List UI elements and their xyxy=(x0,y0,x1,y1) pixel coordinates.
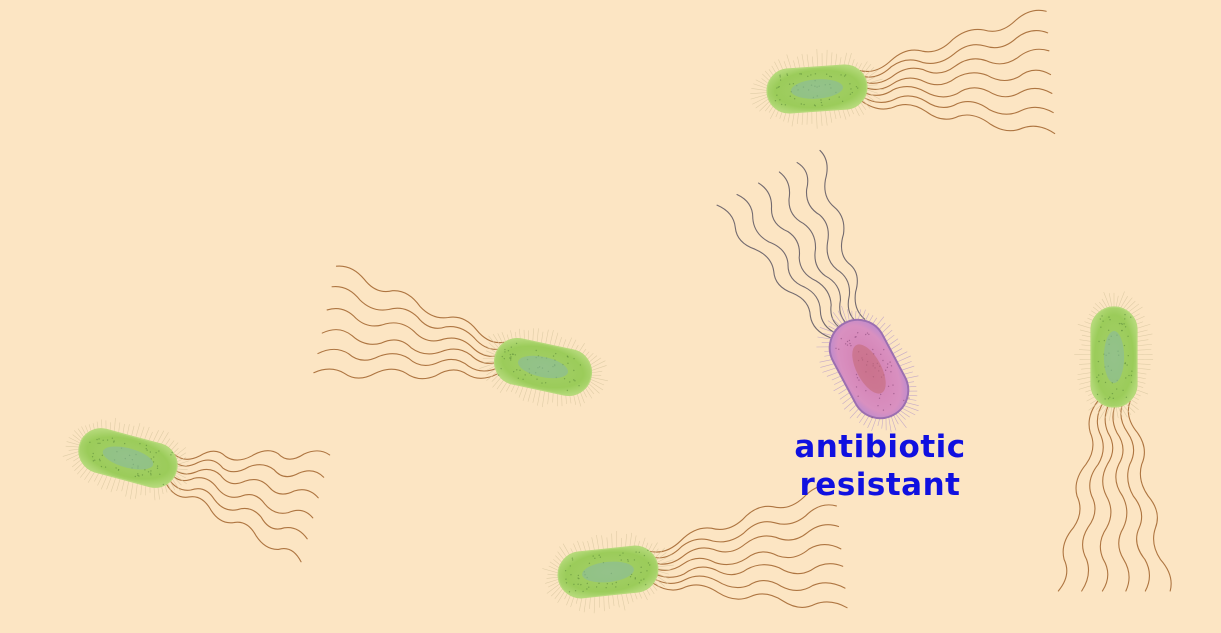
flagellum xyxy=(172,459,325,478)
flagella xyxy=(859,9,1056,135)
flagellum xyxy=(778,171,852,328)
flagellum xyxy=(860,86,1053,98)
flagellum xyxy=(169,471,314,519)
flagellum xyxy=(651,563,844,578)
nucleoid xyxy=(852,344,886,394)
flagellum xyxy=(650,504,837,559)
flagellum xyxy=(335,265,505,344)
bacterium xyxy=(542,484,848,614)
flagellum xyxy=(1099,400,1114,592)
flagellum xyxy=(313,368,499,380)
flagellum xyxy=(758,182,845,331)
flagellum xyxy=(651,544,842,571)
nucleoid xyxy=(582,561,634,583)
flagellum xyxy=(650,524,840,565)
flagellum xyxy=(796,162,859,324)
flagellum xyxy=(173,450,331,461)
flagella xyxy=(649,484,848,609)
flagellum xyxy=(649,484,835,553)
flagellum xyxy=(167,477,308,540)
flagella xyxy=(165,450,331,563)
flagellum xyxy=(819,149,866,320)
flagellum xyxy=(321,329,501,364)
flagella xyxy=(716,149,866,339)
flagellum xyxy=(1112,400,1130,592)
flagellum xyxy=(861,100,1056,135)
flagellum xyxy=(652,582,848,609)
flagellum xyxy=(736,194,838,335)
flagellum xyxy=(326,308,503,357)
flagellum xyxy=(859,48,1050,84)
nucleoid xyxy=(1103,331,1125,383)
bacterium xyxy=(1057,291,1172,592)
nucleoid xyxy=(791,79,843,99)
flagellum xyxy=(859,30,1049,78)
flagellum xyxy=(1127,400,1172,592)
resistant-bacterium xyxy=(716,149,919,433)
label-line-2: resistant xyxy=(799,467,961,503)
flagellum xyxy=(1057,400,1099,592)
bacterium xyxy=(313,265,608,408)
flagellum xyxy=(170,465,319,499)
flagellum xyxy=(652,575,846,592)
flagella xyxy=(1057,400,1172,592)
flagellum xyxy=(861,95,1054,115)
flagellum xyxy=(331,285,504,350)
flagella xyxy=(313,265,505,380)
label-line-1: antibiotic xyxy=(794,429,966,465)
nucleoid xyxy=(102,446,154,470)
bacterium xyxy=(62,417,331,563)
flagellum xyxy=(165,483,302,563)
flagellum xyxy=(1120,400,1151,592)
flagellum xyxy=(317,348,500,372)
bacterium xyxy=(750,9,1056,135)
antibiotic-resistant-label: antibiotic resistant xyxy=(770,428,990,504)
flagellum xyxy=(860,69,1052,90)
flagellum xyxy=(716,204,831,339)
flagellum xyxy=(1081,400,1105,592)
nucleoid xyxy=(517,355,569,379)
flagellum xyxy=(859,9,1047,73)
